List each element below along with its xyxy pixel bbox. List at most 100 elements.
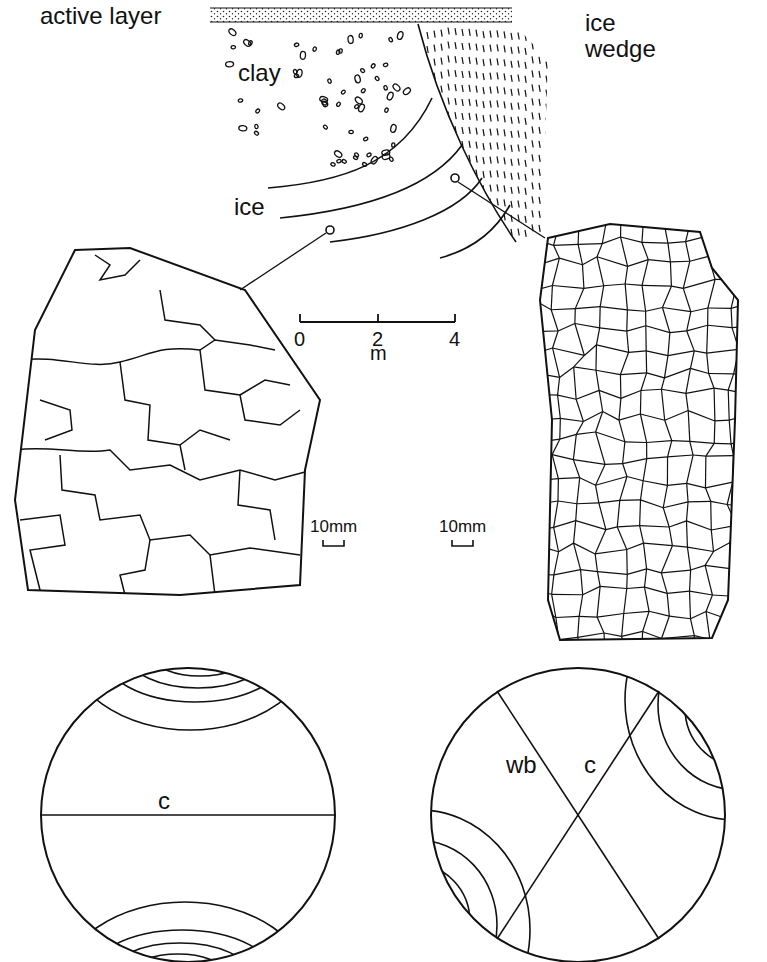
grain-boundary	[662, 307, 690, 311]
grain-boundary	[600, 307, 627, 310]
wedge-dash	[420, 174, 421, 181]
grain-boundary	[733, 481, 754, 483]
wedge-dash	[546, 202, 547, 209]
grain-boundary	[735, 567, 761, 569]
grain-boundary	[732, 326, 752, 327]
grain-boundary	[585, 661, 606, 663]
clay-pebble	[396, 31, 403, 40]
grain-boundary	[690, 441, 714, 443]
wedge-dash	[518, 89, 519, 96]
grain-boundary	[644, 587, 667, 593]
grain-boundary	[606, 527, 617, 530]
grain-boundary	[626, 657, 641, 659]
wedge-dash	[469, 169, 470, 176]
wedge-dash	[490, 87, 491, 94]
grain-boundary	[626, 550, 628, 575]
grain-boundary	[534, 394, 537, 420]
wedge-dash	[434, 185, 435, 192]
grain-boundary	[671, 286, 683, 288]
grain-boundary	[711, 525, 737, 530]
wedge-dash	[427, 242, 428, 249]
wedge-dash	[420, 146, 421, 153]
wedge-dash	[539, 127, 540, 134]
wedge-dash	[483, 45, 484, 52]
grain-boundary	[752, 439, 754, 462]
grain-boundary	[620, 352, 628, 374]
wedge-dash	[427, 200, 428, 207]
grain-boundary	[578, 633, 604, 637]
grain-boundary	[529, 660, 552, 663]
wedge-dash	[434, 87, 435, 94]
wedge-dash	[532, 98, 533, 105]
grain-boundary	[596, 328, 599, 345]
wedge-dash	[532, 238, 533, 245]
grain-boundary	[628, 260, 649, 267]
wedge-dash	[420, 160, 421, 167]
grain-boundary	[670, 262, 672, 286]
wedge-dash	[434, 115, 435, 122]
wedge-dash	[539, 85, 540, 92]
wedge-dash	[532, 140, 533, 147]
wedge-dash	[511, 229, 512, 236]
grain-boundary	[736, 241, 739, 258]
grain-boundary	[739, 347, 757, 349]
wedge-dash	[518, 117, 519, 124]
grain-boundary	[537, 574, 554, 576]
grain-boundary	[559, 543, 574, 552]
clay-pebble	[366, 152, 371, 157]
grain-boundary	[554, 521, 576, 528]
grain-boundary	[625, 441, 647, 443]
grain-boundary	[604, 633, 622, 636]
wedge-dash	[448, 56, 449, 63]
grain-boundary	[706, 455, 734, 457]
grain-boundary	[694, 351, 706, 353]
wedge-dash	[476, 86, 477, 93]
grain-boundary	[707, 349, 739, 353]
grain-boundary	[596, 370, 599, 390]
grain-boundary	[661, 378, 664, 389]
grain-boundary	[584, 286, 604, 289]
grain-boundary	[647, 441, 672, 443]
grain-boundary	[574, 543, 581, 569]
grain-boundary	[537, 289, 539, 302]
wedge-dash	[476, 100, 477, 107]
grain-boundary	[643, 631, 662, 638]
wedge-dash	[441, 58, 442, 65]
wedge-dash	[490, 73, 491, 80]
wedge-dash	[448, 28, 449, 35]
wedge-dash	[476, 156, 477, 163]
clay-pebble	[255, 124, 259, 129]
clay-pebble	[336, 159, 341, 163]
wedge-dash	[518, 75, 519, 82]
grain-boundary	[538, 286, 553, 290]
wedge-dash	[455, 210, 456, 217]
grain-boundary	[552, 594, 583, 596]
grain-boundary	[622, 631, 643, 636]
wedge-dash	[434, 241, 435, 248]
grain-boundary	[713, 543, 729, 552]
wedge-dash	[497, 72, 498, 79]
wedge-dash	[455, 112, 456, 119]
wedge-dash	[539, 225, 540, 232]
grain-boundary	[686, 242, 690, 262]
grain-boundary	[551, 286, 552, 310]
grain-boundary	[625, 284, 642, 285]
wedge-dash	[476, 142, 477, 149]
grain-boundary	[532, 302, 539, 331]
grain-boundary	[662, 616, 670, 638]
grain-boundary	[532, 442, 536, 462]
wedge-dash	[546, 34, 547, 41]
wedge-dash	[497, 128, 498, 135]
wedge-dash	[532, 196, 533, 203]
clay-pebble	[312, 47, 316, 52]
grain-boundary	[686, 521, 688, 547]
grain-boundary	[576, 504, 577, 521]
grain-boundary	[754, 483, 760, 509]
grain-boundary	[642, 285, 646, 311]
grain-boundary	[691, 308, 708, 312]
material-label: clay	[238, 60, 281, 86]
wedge-dash	[532, 112, 533, 119]
grain-boundary	[562, 214, 579, 222]
wedge-dash	[434, 73, 435, 80]
wedge-dash	[476, 226, 477, 233]
